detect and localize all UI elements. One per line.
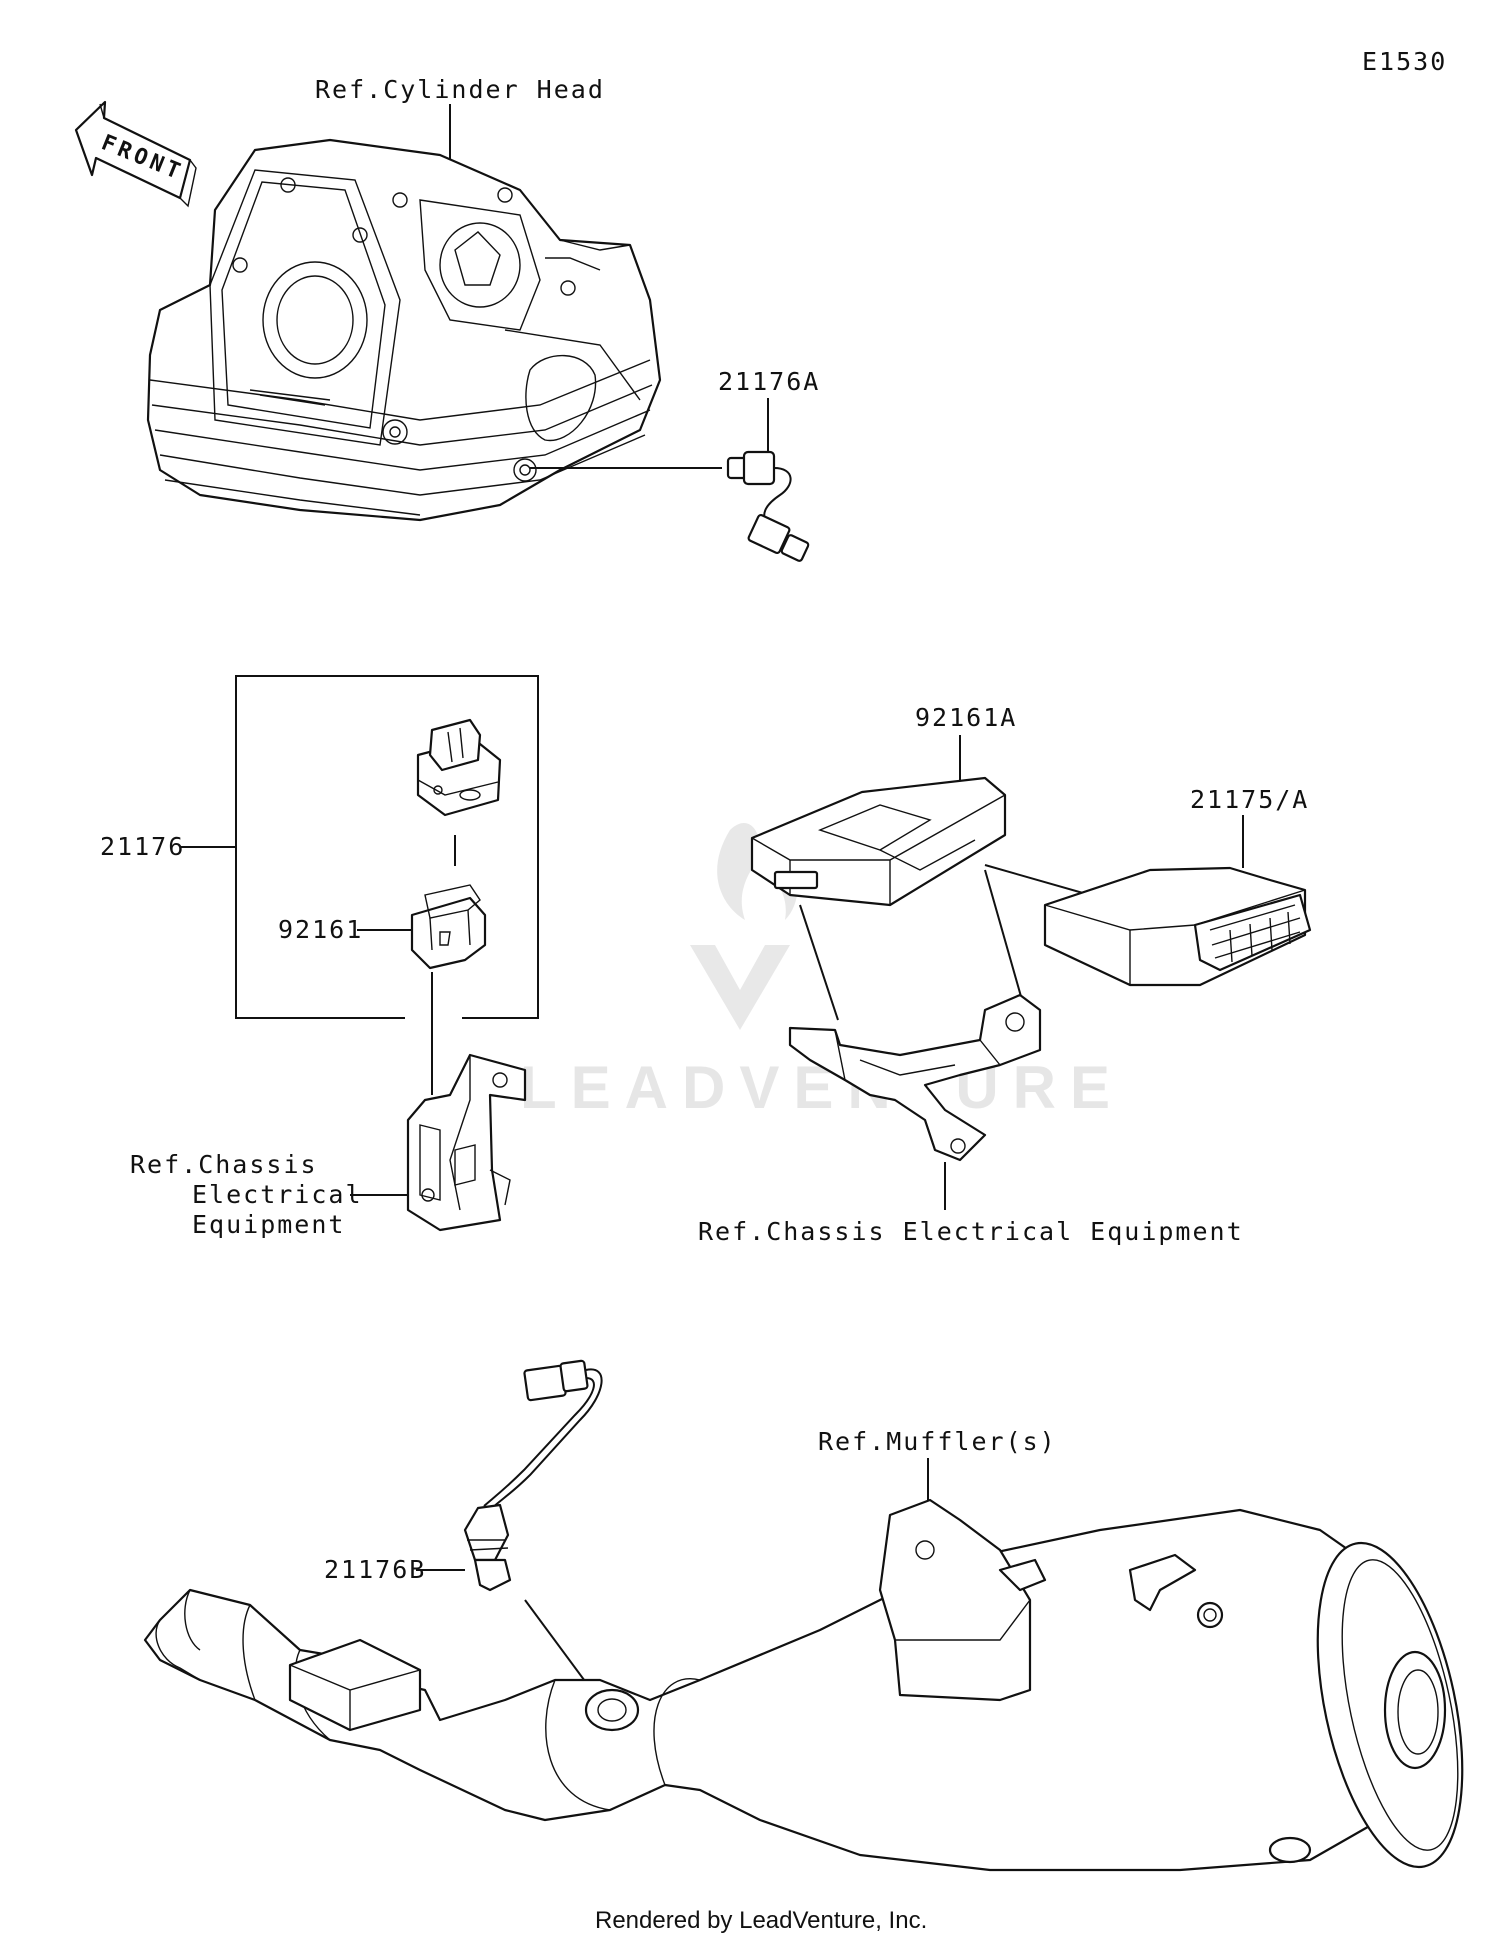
bracket-left [406, 1053, 527, 1232]
holder-92161 [410, 884, 487, 970]
connector-21176 [416, 718, 502, 817]
cylinder-head [146, 138, 662, 522]
sensor-21176A [726, 450, 810, 562]
part-92161-label: 92161 [278, 915, 363, 944]
diagram-code: E1530 [1362, 47, 1447, 76]
ref-cylinder-head-label: Ref.Cylinder Head [315, 75, 605, 104]
footer-credit: Rendered by LeadVenture, Inc. [595, 1907, 927, 1934]
part-21176-group-box [235, 675, 539, 1019]
ref-muffler-label: Ref.Muffler(s) [818, 1427, 1057, 1456]
part-21175A-label: 21175/A [1190, 785, 1309, 814]
ref-chassis-left-line1: Ref.Chassis [130, 1150, 318, 1179]
bracket-right [788, 993, 1042, 1162]
watermark-text: LEADVENTURE [520, 1054, 1124, 1121]
ecu-21175A [1043, 866, 1312, 987]
part-21176B-label: 21176B [324, 1555, 426, 1584]
cover-to-ecu-line [984, 864, 1091, 896]
ref-chassis-right-label: Ref.Chassis Electrical Equipment [698, 1217, 1244, 1246]
cover-to-bracket-line-left [799, 904, 839, 1021]
part-92161A-label: 92161A [915, 703, 1017, 732]
cover-to-bracket-line-right [984, 869, 1023, 1001]
part-21176-label: 21176 [100, 832, 185, 861]
watermark: LEADVENTURE [520, 822, 1124, 1121]
muffler-assembly [143, 1498, 1464, 1872]
ref-chassis-left-line2: Electrical [192, 1180, 363, 1209]
sensor-21176B [463, 1359, 603, 1592]
ref-chassis-left-line3: Equipment [192, 1210, 345, 1239]
part-21176A-label: 21176A [718, 367, 820, 396]
cover-92161A [750, 776, 1007, 907]
front-arrow: FRONT [74, 100, 197, 208]
